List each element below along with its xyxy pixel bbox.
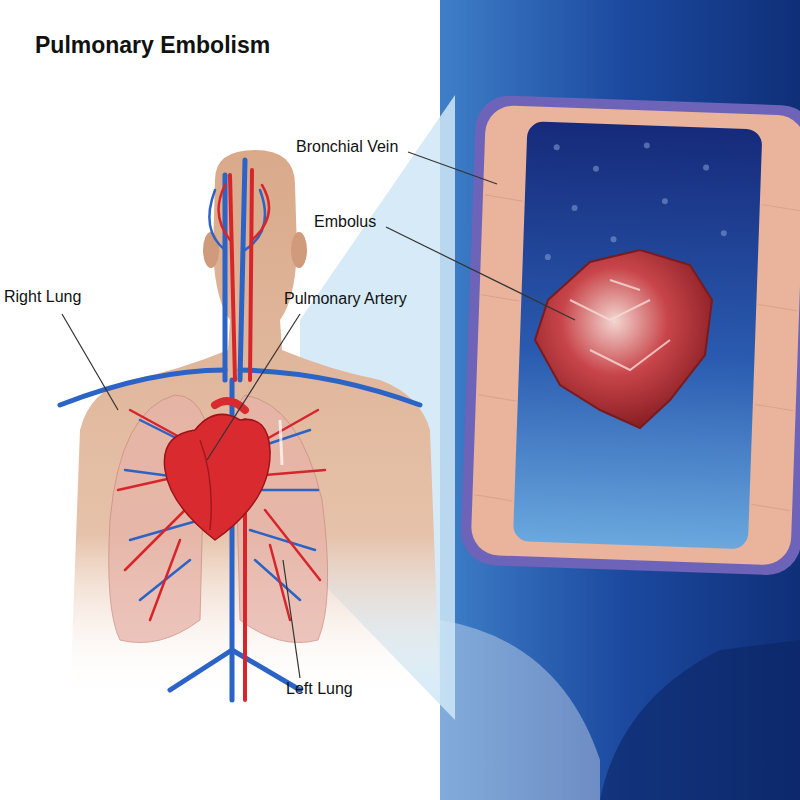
part-label: Right Lung: [4, 288, 81, 306]
part-label: Left Lung: [286, 680, 353, 698]
diagram-title: Pulmonary Embolism: [35, 32, 270, 59]
part-label: Pulmonary Artery: [284, 290, 407, 308]
part-label: Bronchial Vein: [296, 138, 398, 156]
part-label: Embolus: [314, 213, 376, 231]
